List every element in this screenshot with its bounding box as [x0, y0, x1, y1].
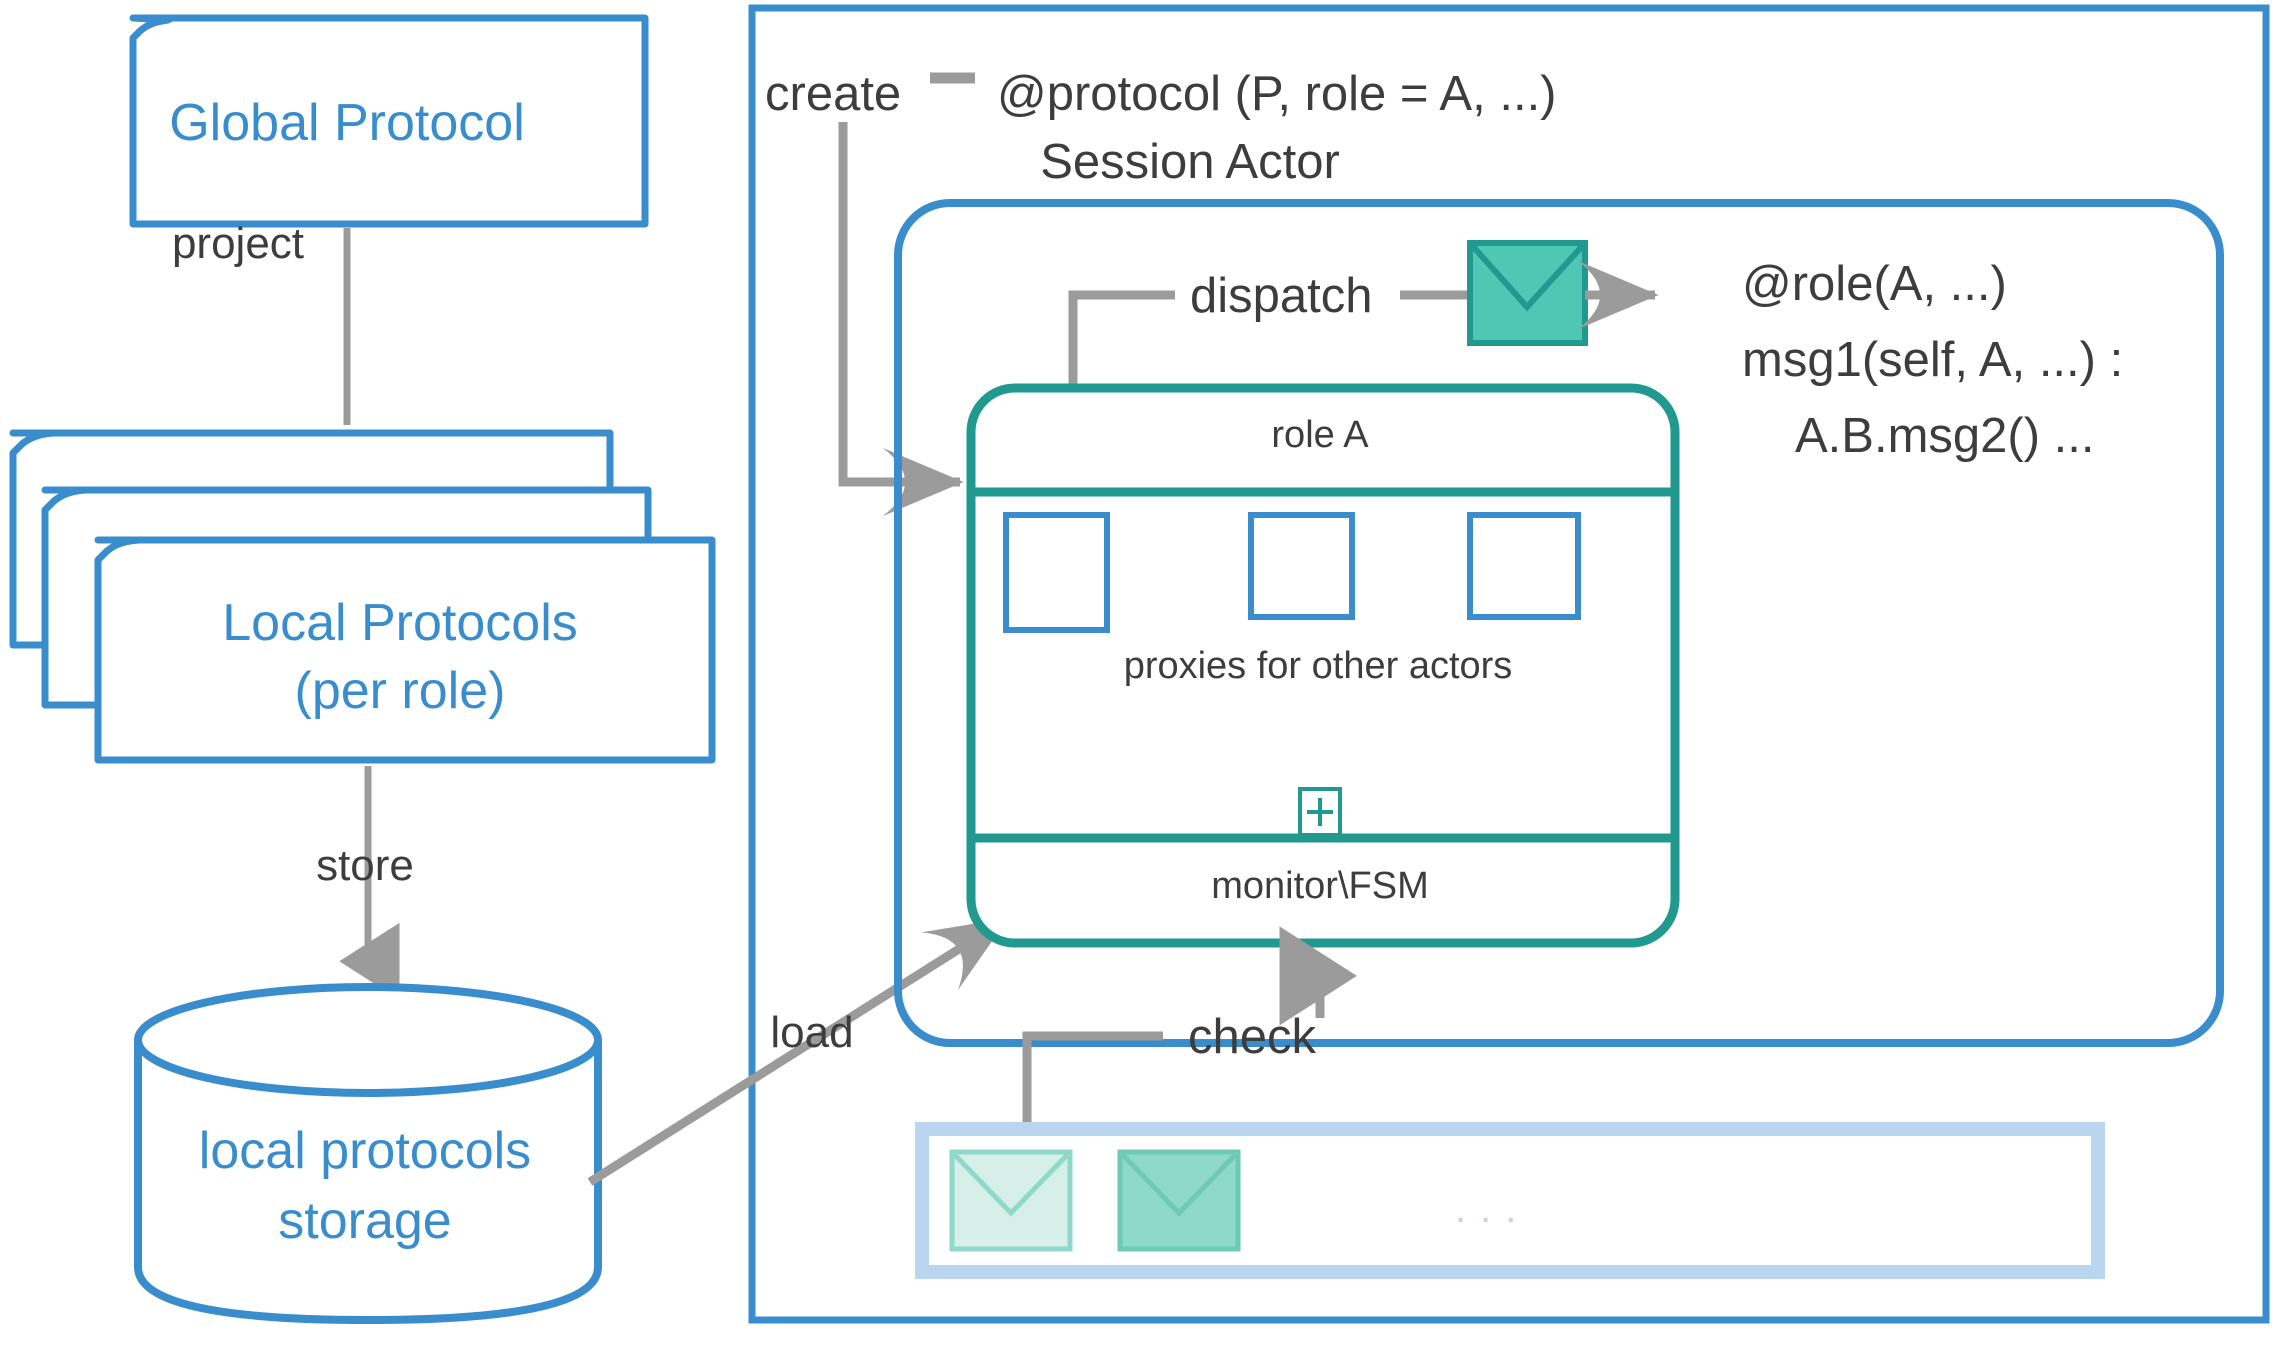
- edge-load: [587, 916, 1009, 1186]
- dispatch-label: dispatch: [1190, 269, 1373, 323]
- role-annotation-line-2: msg1(self, A, ...) :: [1742, 333, 2123, 387]
- storage-label-1: local protocols: [199, 1122, 531, 1180]
- plus-icon[interactable]: [1298, 787, 1342, 837]
- envelope-icon[interactable]: [1467, 240, 1588, 346]
- storage-label-2: storage: [278, 1192, 451, 1250]
- edge-load-label: load: [770, 1008, 853, 1057]
- local-protocols-stack[interactable]: [9, 429, 716, 764]
- proxy-box[interactable]: [1248, 512, 1355, 620]
- proxy-box[interactable]: [1003, 512, 1110, 633]
- proxy-boxes-group: [1003, 512, 1581, 633]
- edge-create: [838, 122, 964, 517]
- check-label: check: [1188, 1010, 1317, 1064]
- session-actor-container[interactable]: [894, 199, 2224, 1047]
- global-protocol-label: Global Protocol: [169, 94, 525, 152]
- edge-store-label: store: [316, 841, 414, 890]
- local-protocols-label-1: Local Protocols: [222, 594, 578, 652]
- local-protocols-label-2: (per role): [295, 662, 506, 720]
- mailbox-ellipsis: ...: [1455, 1187, 1530, 1231]
- envelope-unread-icon[interactable]: [949, 1149, 1073, 1252]
- session-actor-title: Session Actor: [1040, 135, 1340, 189]
- proxies-label: proxies for other actors: [1124, 645, 1513, 687]
- edge-project-label: project: [172, 219, 304, 268]
- edge-dispatch: [1068, 290, 1175, 385]
- role-annotation-line-3: A.B.msg2() ...: [1795, 409, 2095, 463]
- role-annotation-line-1: @role(A, ...): [1742, 257, 2007, 311]
- create-label: create: [765, 67, 901, 121]
- local-protocols-storage-node[interactable]: [134, 983, 602, 1325]
- global-protocol-node[interactable]: [129, 14, 649, 228]
- role-a-title: role A: [1271, 414, 1369, 456]
- envelope-read-icon[interactable]: [1117, 1149, 1241, 1252]
- system-boundary-frame: [748, 4, 2270, 1324]
- proxy-box[interactable]: [1467, 512, 1581, 620]
- protocol-annotation: @protocol (P, role = A, ...): [997, 67, 1557, 121]
- monitor-fsm-label: monitor\FSM: [1211, 865, 1428, 907]
